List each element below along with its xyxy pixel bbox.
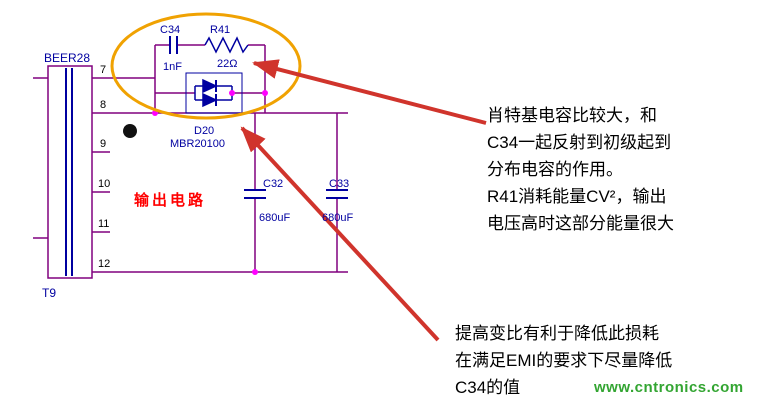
c33-value: 680uF — [322, 212, 353, 224]
note1-line-2: C34一起反射到初级起到 — [487, 133, 672, 152]
d20-ref: D20 — [194, 125, 214, 137]
note1-line-4: R41消耗能量CV²，输出 — [487, 187, 667, 206]
annotation-note-2: 提高变比有利于降低此损耗 在满足EMI的要求下尽量降低 C34的值 — [455, 320, 672, 401]
c32-value: 680uF — [259, 212, 290, 224]
capacitor-c33-symbol — [326, 189, 348, 199]
pin-label-11: 11 — [98, 218, 109, 230]
transformer-ref: T9 — [42, 286, 56, 300]
note2-line-2: 在满足EMI的要求下尽量降低 — [455, 351, 673, 370]
c34-value: 1nF — [163, 61, 182, 73]
note2-line-1: 提高变比有利于降低此损耗 — [455, 324, 659, 343]
site-watermark: www.cntronics.com — [594, 379, 744, 396]
capacitor-c34-symbol — [169, 36, 178, 54]
annotation-arrow-1 — [252, 59, 487, 125]
capacitor-c32-symbol — [244, 189, 266, 199]
r41-value: 22Ω — [217, 58, 237, 70]
resistor-r41-symbol — [204, 36, 249, 54]
transformer-symbol — [33, 65, 110, 279]
c33-ref: C33 — [329, 178, 349, 190]
c32-ref: C32 — [263, 178, 283, 190]
note1-line-5: 电压高时这部分能量很大 — [487, 214, 674, 233]
note2-line-3: C34的值 — [455, 378, 521, 397]
highlight-ellipse — [110, 12, 302, 120]
transformer-label: BEER28 — [44, 51, 90, 65]
black-marker-dot — [123, 124, 137, 138]
pin-label-7: 7 — [100, 64, 106, 76]
r41-ref: R41 — [210, 24, 230, 36]
note1-line-3: 分布电容的作用。 — [487, 160, 623, 179]
d20-part: MBR20100 — [170, 138, 225, 150]
output-circuit-label: 输出电路 — [134, 192, 207, 209]
annotation-note-1: 肖特基电容比较大，和 C34一起反射到初级起到 分布电容的作用。 R41消耗能量… — [487, 102, 674, 237]
pin-label-10: 10 — [98, 178, 110, 190]
pin-label-12: 12 — [98, 258, 110, 270]
pin-label-8: 8 — [100, 99, 106, 111]
note1-line-1: 肖特基电容比较大，和 — [487, 106, 657, 125]
c34-ref: C34 — [160, 24, 180, 36]
pin-label-9: 9 — [100, 138, 106, 150]
pin-numbers: 7 8 9 10 11 12 — [98, 64, 110, 270]
annotation-arrow-2 — [240, 126, 440, 342]
diode-d20-symbol — [185, 72, 243, 114]
